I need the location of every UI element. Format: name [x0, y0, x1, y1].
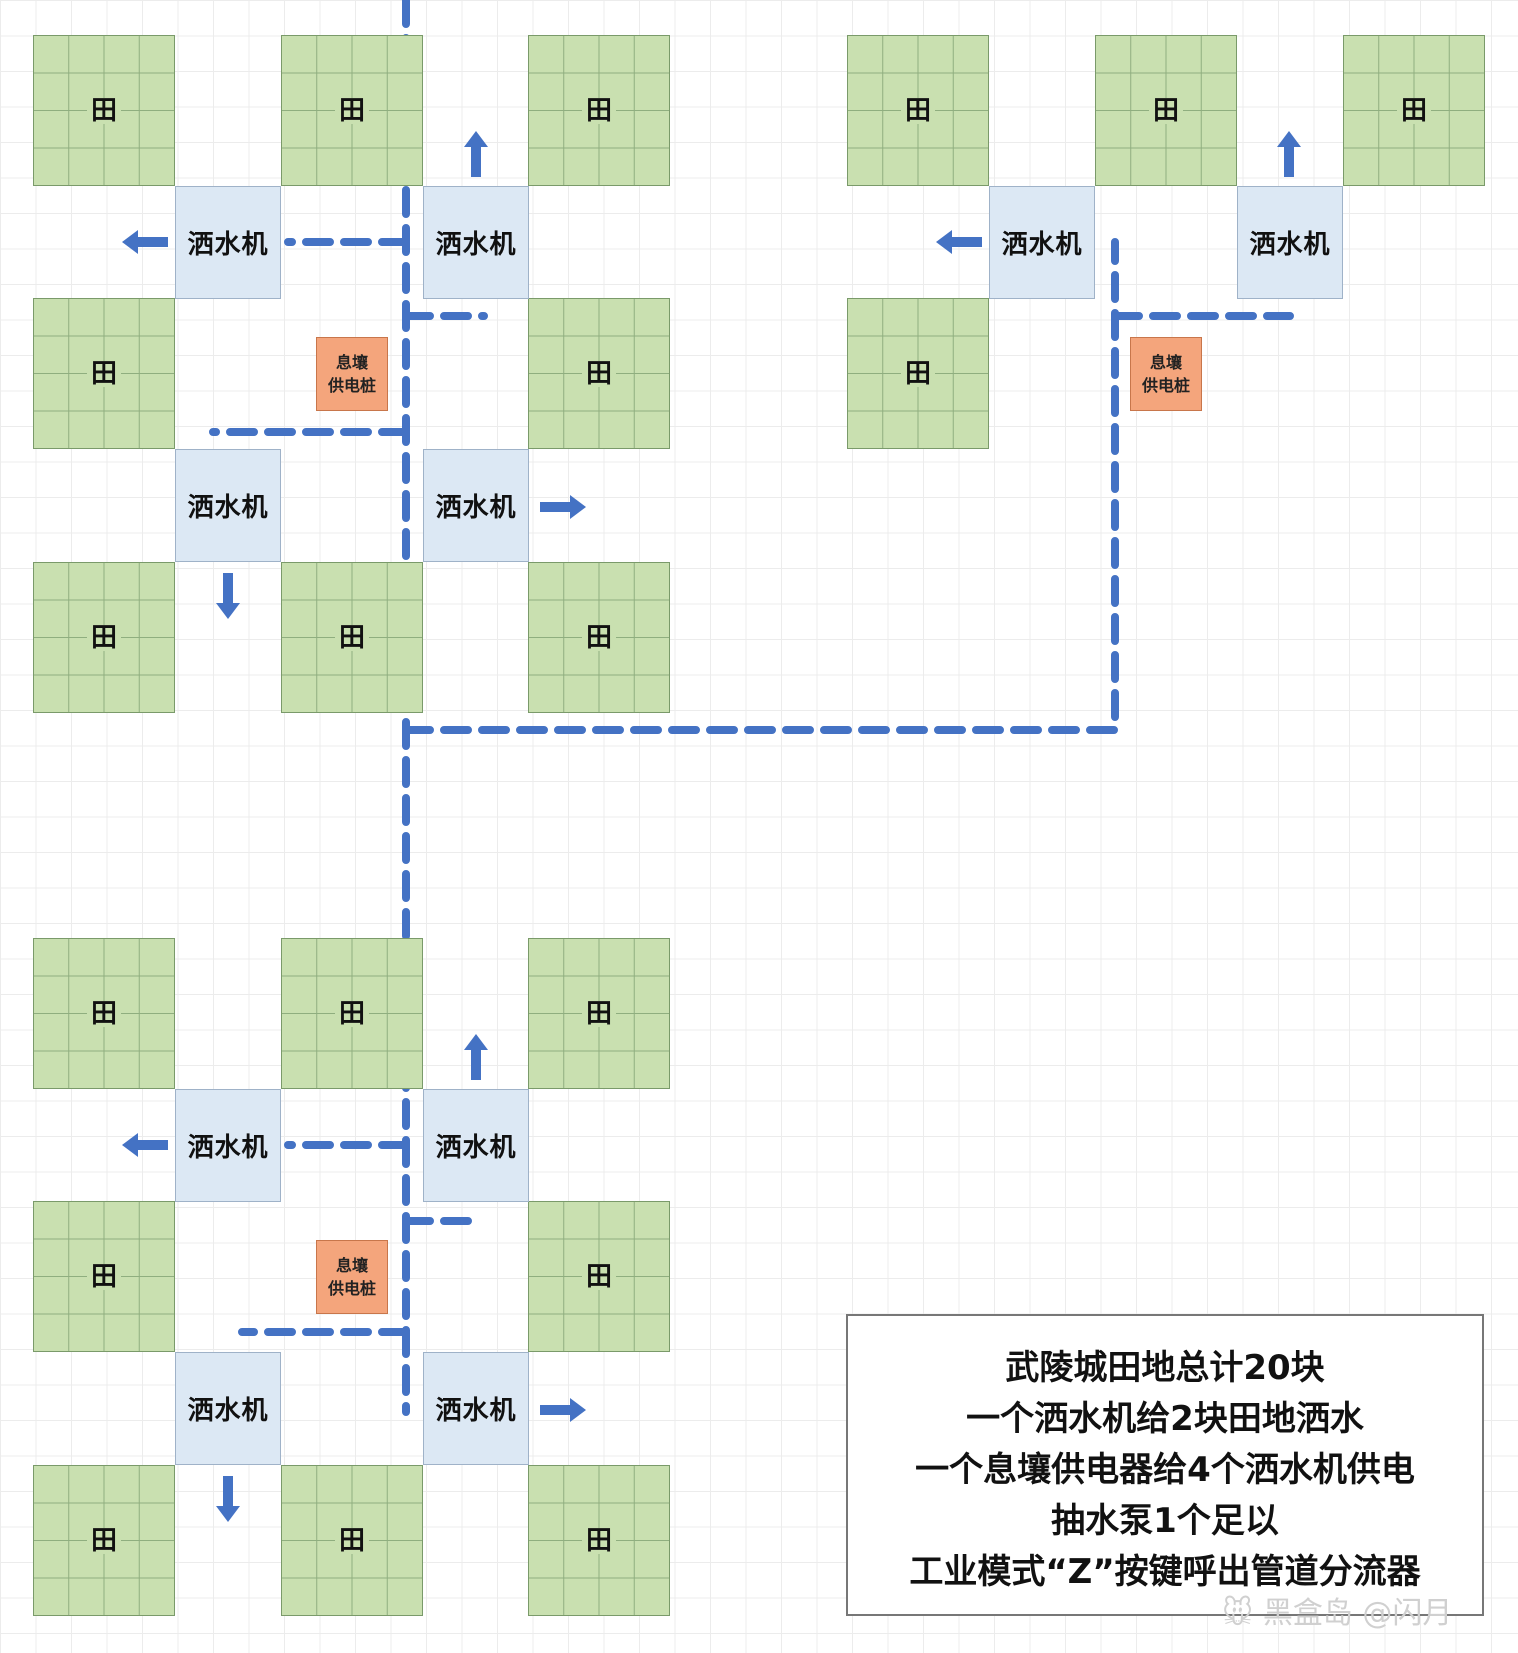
power-label-line1: 息壤 [1149, 352, 1182, 372]
sprinkler-box: 洒水机 [423, 1352, 529, 1465]
field-plot: 田 [281, 35, 423, 186]
sprinkler-label: 洒水机 [187, 1133, 269, 1163]
field-plot: 田 [33, 562, 175, 713]
field-label: 田 [334, 624, 369, 651]
field-plot: 田 [281, 562, 423, 713]
arrow-right-icon [540, 1398, 586, 1422]
field-plot: 田 [1343, 35, 1485, 186]
sprinkler-box: 洒水机 [989, 186, 1095, 299]
sprinkler-label: 洒水机 [187, 493, 269, 523]
field-label: 田 [86, 624, 121, 651]
field-label: 田 [1148, 97, 1183, 124]
note-line-sprinkler-capacity: 一个洒水机给2块田地洒水 [966, 1398, 1364, 1439]
arrow-down-icon [216, 1476, 240, 1522]
arrow-down-icon [216, 573, 240, 619]
arrow-up-icon [1277, 131, 1301, 177]
power-label-line2: 供电桩 [1141, 376, 1190, 395]
sprinkler-box: 洒水机 [1237, 186, 1343, 299]
arrow-right-icon [540, 495, 586, 519]
arrow-up-icon [464, 131, 488, 177]
sprinkler-label: 洒水机 [187, 1396, 269, 1426]
field-label: 田 [581, 1263, 616, 1290]
field-plot: 田 [33, 938, 175, 1089]
power-label-line2: 供电桩 [327, 1279, 376, 1298]
field-plot: 田 [281, 938, 423, 1089]
sprinkler-box: 洒水机 [175, 186, 281, 299]
note-line-splitter-hint: 工业模式“Z”按键呼出管道分流器 [909, 1551, 1421, 1592]
sprinkler-box: 洒水机 [175, 1352, 281, 1465]
sprinkler-box: 洒水机 [175, 449, 281, 562]
field-label: 田 [581, 1527, 616, 1554]
field-label: 田 [581, 1000, 616, 1027]
sprinkler-label: 洒水机 [435, 493, 517, 523]
field-label: 田 [1396, 97, 1431, 124]
power-pylon: 息壤供电桩 [316, 337, 388, 411]
sprinkler-label: 洒水机 [435, 1396, 517, 1426]
field-plot: 田 [33, 298, 175, 449]
field-label: 田 [86, 1263, 121, 1290]
sprinkler-label: 洒水机 [435, 1133, 517, 1163]
sprinkler-label: 洒水机 [1001, 230, 1083, 260]
sprinkler-box: 洒水机 [423, 186, 529, 299]
arrow-up-icon [464, 1034, 488, 1080]
note-line-pump: 抽水泵1个足以 [1051, 1500, 1279, 1541]
field-plot: 田 [528, 298, 670, 449]
sprinkler-box: 洒水机 [175, 1089, 281, 1202]
power-label-line1: 息壤 [335, 352, 368, 372]
field-label: 田 [334, 1527, 369, 1554]
field-plot: 田 [33, 35, 175, 186]
sprinkler-label: 洒水机 [187, 230, 269, 260]
field-label: 田 [581, 360, 616, 387]
field-label: 田 [86, 97, 121, 124]
arrow-left-icon [122, 1133, 168, 1157]
summary-note: 武陵城田地总计20块 一个洒水机给2块田地洒水 一个息壤供电器给4个洒水机供电 … [846, 1314, 1484, 1616]
power-label-line1: 息壤 [335, 1255, 368, 1275]
field-plot: 田 [847, 35, 989, 186]
field-plot: 田 [528, 35, 670, 186]
field-plot: 田 [528, 1465, 670, 1616]
field-plot: 田 [528, 1201, 670, 1352]
field-plot: 田 [281, 1465, 423, 1616]
pipe-branch-to-block-b [402, 238, 1119, 734]
sprinkler-box: 洒水机 [423, 449, 529, 562]
field-label: 田 [86, 1527, 121, 1554]
field-label: 田 [581, 97, 616, 124]
power-label-line2: 供电桩 [327, 376, 376, 395]
field-plot: 田 [33, 1465, 175, 1616]
field-plot: 田 [33, 1201, 175, 1352]
sprinkler-label: 洒水机 [435, 230, 517, 260]
field-plot: 田 [847, 298, 989, 449]
field-label: 田 [334, 97, 369, 124]
sprinkler-box: 洒水机 [423, 1089, 529, 1202]
field-label: 田 [581, 624, 616, 651]
field-label: 田 [86, 1000, 121, 1027]
field-plot: 田 [1095, 35, 1237, 186]
field-plot: 田 [528, 562, 670, 713]
field-label: 田 [900, 360, 935, 387]
arrow-left-icon [122, 230, 168, 254]
watermark: 🐭 黑盒岛 @闪月 [1222, 1596, 1453, 1631]
field-label: 田 [334, 1000, 369, 1027]
field-label: 田 [900, 97, 935, 124]
arrow-left-icon [936, 230, 982, 254]
sprinkler-label: 洒水机 [1249, 230, 1331, 260]
field-plot: 田 [528, 938, 670, 1089]
power-pylon: 息壤供电桩 [1130, 337, 1202, 411]
note-line-power-capacity: 一个息壤供电器给4个洒水机供电 [915, 1449, 1415, 1490]
note-line-total-fields: 武陵城田地总计20块 [1005, 1347, 1325, 1388]
field-label: 田 [86, 360, 121, 387]
power-pylon: 息壤供电桩 [316, 1240, 388, 1314]
